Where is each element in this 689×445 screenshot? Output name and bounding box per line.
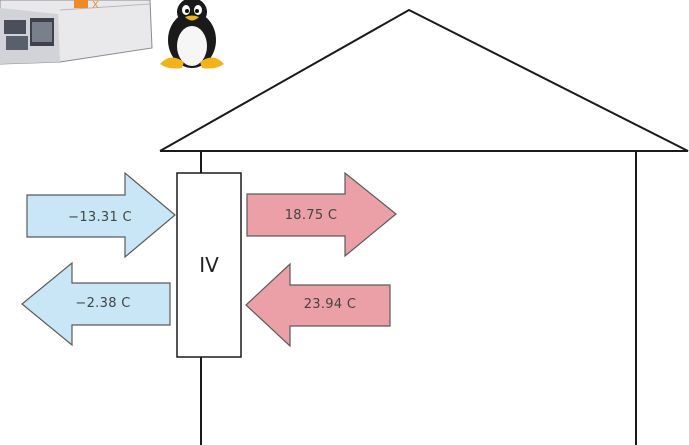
ventilation-unit: IV bbox=[176, 172, 242, 358]
exhaust-air-out-arrow: −2.38 C bbox=[21, 261, 171, 347]
tux-penguin-icon bbox=[160, 0, 224, 69]
exhaust-air-out-temp: −2.38 C bbox=[75, 296, 130, 311]
svg-text:X: X bbox=[92, 0, 99, 11]
supply-air-arrow: 18.75 C bbox=[246, 171, 397, 258]
outdoor-air-in-arrow: −13.31 C bbox=[26, 171, 176, 259]
outdoor-air-in-temp: −13.31 C bbox=[68, 210, 132, 225]
network-device-icon: X bbox=[0, 0, 153, 65]
house-roof bbox=[159, 8, 689, 152]
supply-air-temp: 18.75 C bbox=[285, 208, 338, 223]
extract-air-temp: 23.94 C bbox=[304, 297, 357, 312]
unit-label: IV bbox=[199, 253, 219, 277]
extract-air-arrow: 23.94 C bbox=[245, 262, 391, 348]
